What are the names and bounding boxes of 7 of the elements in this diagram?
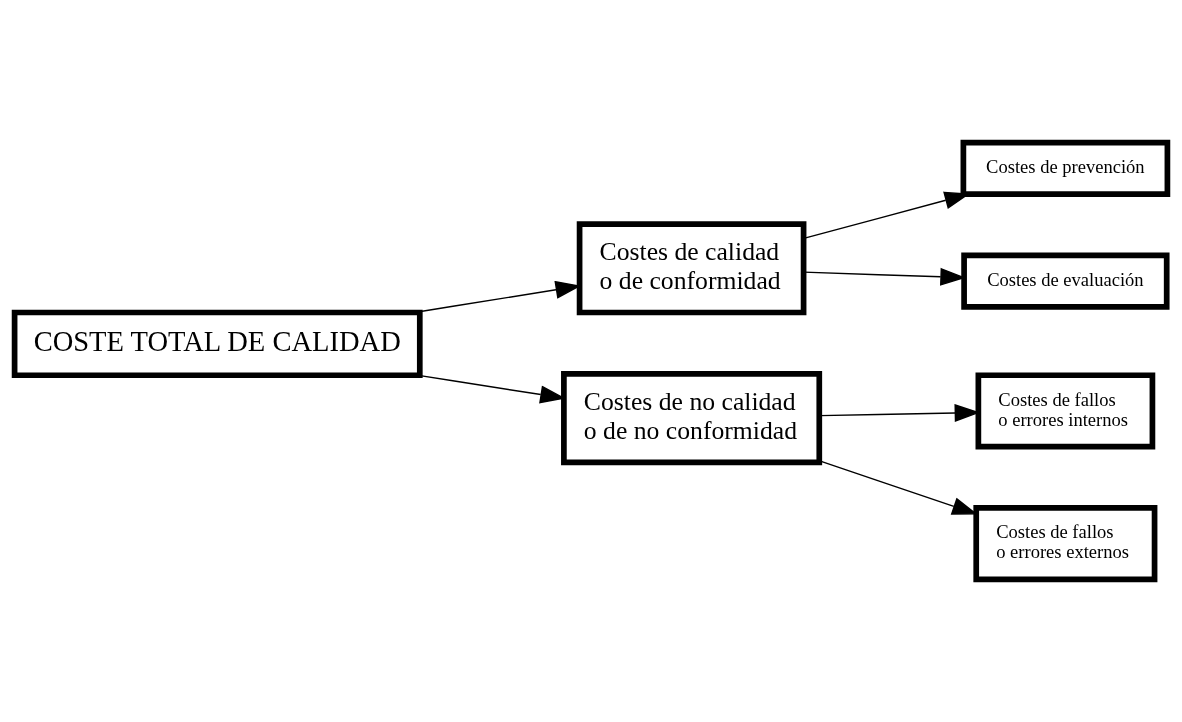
node-box: Costes de no calidad o de no conformidad [561,371,823,466]
node-box: Costes de prevención [960,139,1171,197]
node-box: Costes de fallos o errores internos [975,372,1156,450]
node-box: Costes de fallos o errores externos [973,505,1158,583]
node-box: Costes de calidad o de conformidad [576,221,807,316]
node-box: COSTE TOTAL DE CALIDAD [11,309,423,379]
node-box: Costes de evaluación [961,252,1170,310]
